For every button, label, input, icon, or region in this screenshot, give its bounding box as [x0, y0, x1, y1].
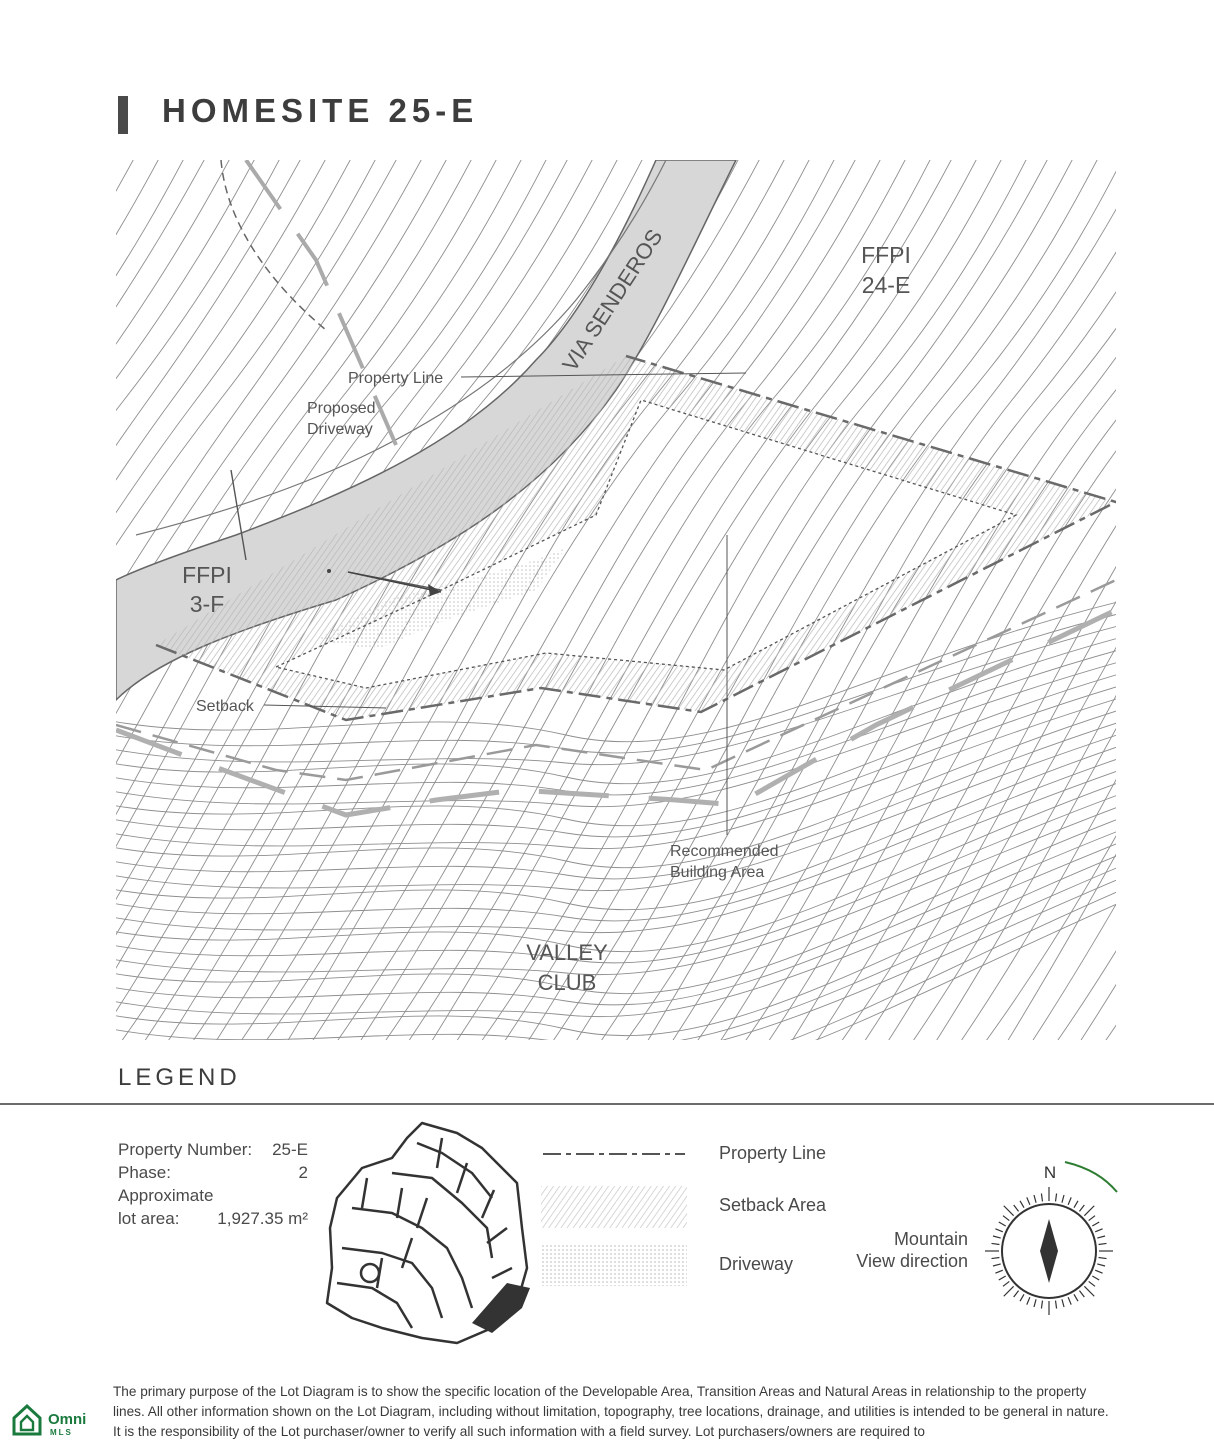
legend-label-driveway: Driveway — [719, 1254, 794, 1274]
topographic-contours — [116, 160, 1116, 1040]
property-number-label: Property Number: — [118, 1140, 253, 1159]
title-accent-bar — [118, 96, 128, 134]
logo-text-omni: Omni — [48, 1411, 86, 1428]
compass-rose-icon: N — [980, 1150, 1120, 1325]
legend-label-setback: Setback Area — [719, 1195, 827, 1215]
label-ffpi-24e-1: FFPI — [861, 242, 911, 268]
proposed-driveway — [316, 548, 566, 650]
legend-divider — [0, 1103, 1214, 1105]
property-number-value: 25-E — [272, 1140, 308, 1159]
logo-text-mls: MLS — [50, 1428, 73, 1437]
label-building-2: Building Area — [670, 864, 764, 881]
legend-title: LEGEND — [118, 1064, 241, 1091]
phase-label: Phase: — [118, 1163, 171, 1182]
mountain-view-line2: View direction — [856, 1251, 968, 1271]
site-key-map — [322, 1118, 534, 1358]
building-area-line — [274, 399, 1018, 689]
legend-swatch-driveway — [541, 1244, 687, 1286]
label-ffpi-3f-2: 3-F — [190, 591, 225, 617]
label-setback: Setback — [196, 698, 255, 715]
mountain-view-label: Mountain View direction — [840, 1228, 968, 1272]
omni-mls-logo: Omni MLS — [10, 1400, 90, 1440]
property-line — [155, 354, 1116, 722]
label-property-line: Property Line — [348, 370, 443, 387]
property-line-leader — [460, 372, 747, 378]
lot-diagram-map: FFPI 24-E FFPI 3-F VIA SENDEROS Property… — [116, 160, 1116, 1040]
label-driveway-2: Driveway — [307, 421, 373, 438]
label-driveway-1: Proposed — [307, 400, 376, 417]
label-building-1: Recommended — [670, 843, 779, 860]
label-valley-1: VALLEY — [526, 940, 608, 965]
setback-area — [156, 356, 1116, 720]
label-ffpi-24e-2: 24-E — [862, 272, 911, 298]
label-valley-2: CLUB — [538, 970, 597, 995]
driveway-arrow — [347, 571, 442, 593]
legend-label-property-line: Property Line — [719, 1143, 827, 1163]
legend-swatch-setback — [541, 1186, 687, 1228]
area-label-2: lot area: — [118, 1209, 180, 1228]
property-info: Property Number: 25-E Phase: 2 Approximate… — [118, 1138, 308, 1230]
disclaimer-text: The primary purpose of the Lot Diagram i… — [113, 1384, 1109, 1439]
legend-swatch-property-line — [541, 1147, 687, 1161]
phase-value: 2 — [298, 1163, 308, 1182]
area-label-1: Approximate — [118, 1186, 214, 1205]
mountain-view-line1: Mountain — [893, 1229, 968, 1249]
label-ffpi-3f-1: FFPI — [182, 562, 232, 588]
area-value: 1,927.35 m² — [217, 1209, 308, 1228]
page-title: HOMESITE 25-E — [162, 92, 479, 129]
setback-leader — [263, 704, 387, 709]
compass-north-label: N — [1044, 1163, 1056, 1182]
